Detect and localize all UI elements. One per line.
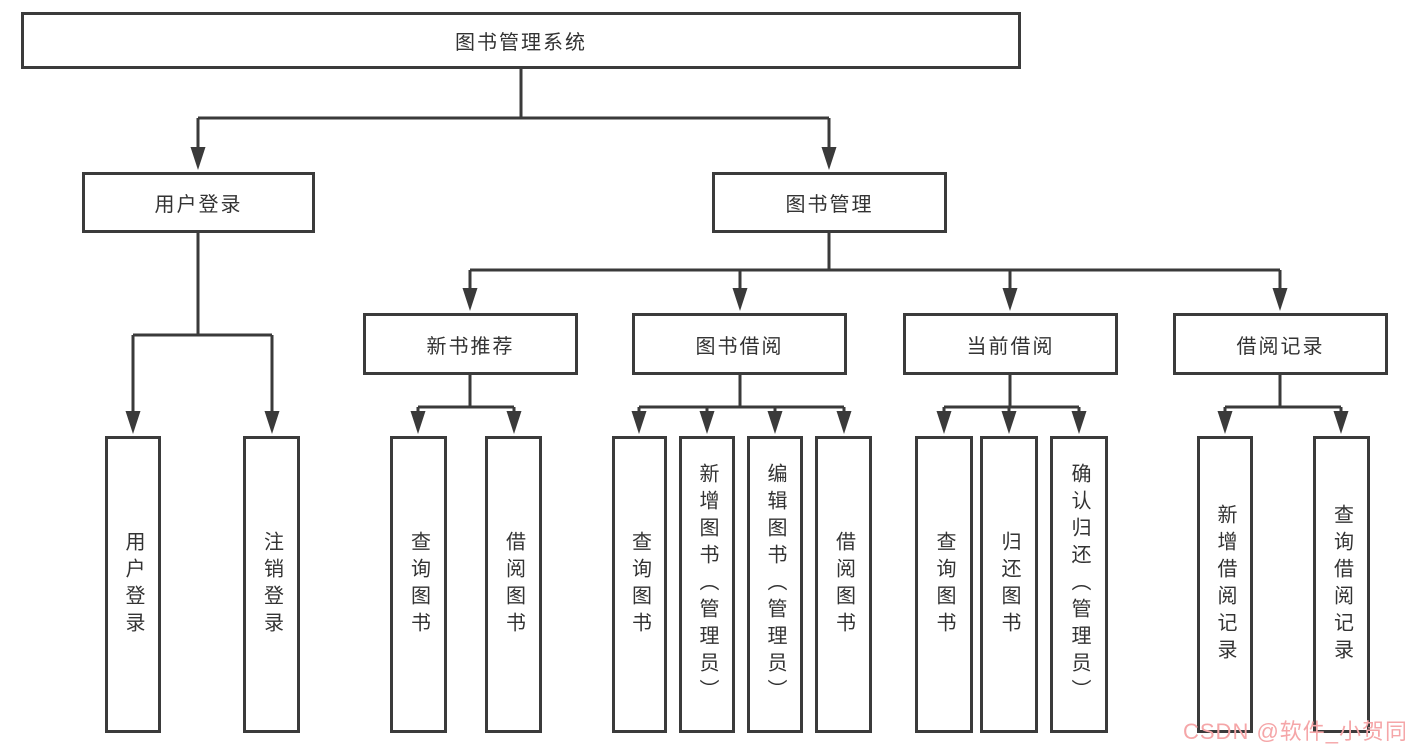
root-node-label: 图书管理系统 <box>455 32 587 54</box>
leaf-add-books-admin: 新增图书（管理员） <box>679 436 735 733</box>
node-book-management-label: 图书管理 <box>785 194 874 216</box>
leaf-edit-books-admin-label: 编辑图书（管理员） <box>764 463 786 706</box>
leaf-borrow-books-recommend-label: 借阅图书 <box>502 530 525 639</box>
node-user-login: 用户登录 <box>82 172 315 233</box>
leaf-query-borrow-record: 查询借阅记录 <box>1313 436 1370 733</box>
leaf-edit-books-admin: 编辑图书（管理员） <box>747 436 803 733</box>
leaf-query-books-current: 查询图书 <box>915 436 973 733</box>
leaf-confirm-return-admin-label: 确认归还（管理员） <box>1068 463 1090 706</box>
node-book-management: 图书管理 <box>712 172 947 233</box>
leaf-borrow-books-recommend: 借阅图书 <box>485 436 542 733</box>
leaf-add-borrow-record: 新增借阅记录 <box>1197 436 1253 733</box>
leaf-add-borrow-record-label: 新增借阅记录 <box>1214 503 1236 666</box>
node-borrow-records-label: 借阅记录 <box>1236 335 1325 358</box>
leaf-logout-label: 注销登录 <box>260 530 283 639</box>
leaf-user-login: 用户登录 <box>105 436 161 733</box>
leaf-query-books-borrow: 查询图书 <box>612 436 667 733</box>
leaf-add-books-admin-label: 新增图书（管理员） <box>696 463 718 706</box>
node-current-borrow: 当前借阅 <box>903 313 1118 375</box>
leaf-borrow-books: 借阅图书 <box>815 436 872 733</box>
node-book-borrow-label: 图书借阅 <box>695 335 784 358</box>
leaf-confirm-return-admin: 确认归还（管理员） <box>1050 436 1108 733</box>
leaf-query-books-current-label: 查询图书 <box>933 530 955 639</box>
root-node-library-system: 图书管理系统 <box>21 12 1021 69</box>
node-user-login-label: 用户登录 <box>154 194 243 216</box>
node-book-borrow: 图书借阅 <box>632 313 847 375</box>
leaf-query-borrow-record-label: 查询借阅记录 <box>1330 503 1353 666</box>
csdn-watermark: CSDN @软件_小贺同学 <box>1183 719 1405 744</box>
leaf-borrow-books-label: 借阅图书 <box>832 530 855 639</box>
leaf-query-books-borrow-label: 查询图书 <box>628 530 651 639</box>
leaf-query-books-recommend-label: 查询图书 <box>407 530 430 639</box>
node-new-book-recommend: 新书推荐 <box>363 313 578 375</box>
node-new-book-recommend-label: 新书推荐 <box>426 335 515 358</box>
leaf-logout: 注销登录 <box>243 436 300 733</box>
leaf-return-books: 归还图书 <box>980 436 1038 733</box>
leaf-user-login-label: 用户登录 <box>122 530 144 639</box>
leaf-return-books-label: 归还图书 <box>998 530 1020 639</box>
node-current-borrow-label: 当前借阅 <box>966 335 1055 358</box>
node-borrow-records: 借阅记录 <box>1173 313 1388 375</box>
leaf-query-books-recommend: 查询图书 <box>390 436 447 733</box>
